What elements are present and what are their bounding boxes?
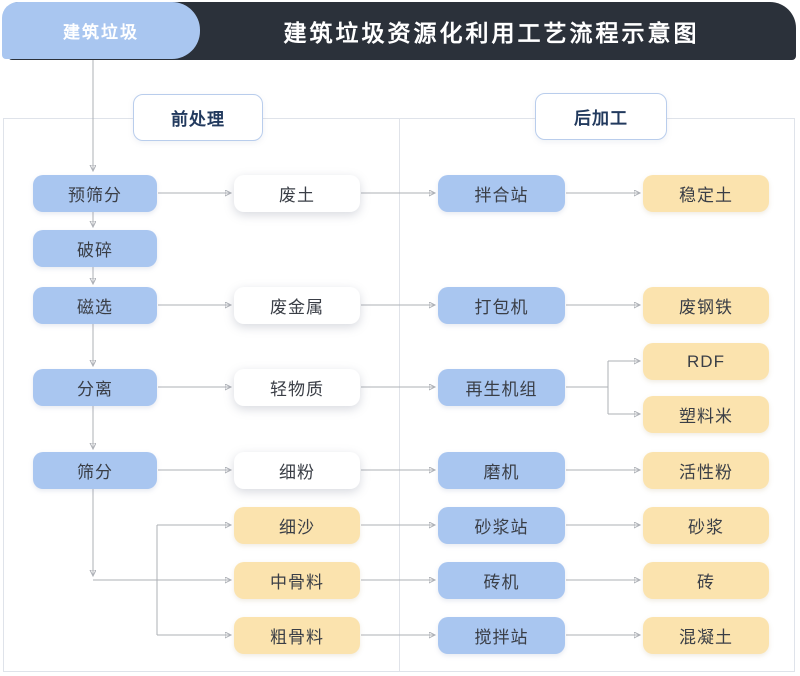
node-magnetic-separation: 磁选 <box>33 287 157 324</box>
content-frame <box>3 118 795 672</box>
node-mill: 磨机 <box>438 452 565 489</box>
node-fine-powder: 细粉 <box>234 452 360 489</box>
node-concrete: 混凝土 <box>643 617 769 654</box>
section-divider <box>399 119 400 671</box>
node-mixing-plant: 拌合站 <box>438 175 565 212</box>
node-brick-machine: 砖机 <box>438 562 565 599</box>
section-label-pre-processing: 前处理 <box>133 94 263 141</box>
node-crushing: 破碎 <box>33 230 157 267</box>
node-active-powder: 活性粉 <box>643 452 769 489</box>
node-mortar-station: 砂浆站 <box>438 507 565 544</box>
node-medium-aggregate: 中骨料 <box>234 562 360 599</box>
node-separation: 分离 <box>33 369 157 406</box>
node-pre-screening: 预筛分 <box>33 175 157 212</box>
node-light-material: 轻物质 <box>234 369 360 406</box>
node-stabilized-soil: 稳定土 <box>643 175 769 212</box>
node-plastic-pellets: 塑料米 <box>643 396 769 433</box>
node-concrete-mixing-station: 搅拌站 <box>438 617 565 654</box>
node-mortar: 砂浆 <box>643 507 769 544</box>
node-coarse-aggregate: 粗骨料 <box>234 617 360 654</box>
node-scrap-steel: 废钢铁 <box>643 287 769 324</box>
node-screening: 筛分 <box>33 452 157 489</box>
page-title: 建筑垃圾资源化利用工艺流程示意图 <box>283 20 700 46</box>
node-brick: 砖 <box>643 562 769 599</box>
node-regeneration-unit: 再生机组 <box>438 369 565 406</box>
node-scrap-metal: 废金属 <box>234 287 360 324</box>
node-baler: 打包机 <box>438 287 565 324</box>
section-label-post-processing: 后加工 <box>535 93 667 140</box>
node-waste-soil: 废土 <box>234 175 360 212</box>
source-node-construction-waste: 建筑垃圾 <box>2 2 200 59</box>
node-fine-sand: 细沙 <box>234 507 360 544</box>
node-rdf: RDF <box>643 343 769 380</box>
